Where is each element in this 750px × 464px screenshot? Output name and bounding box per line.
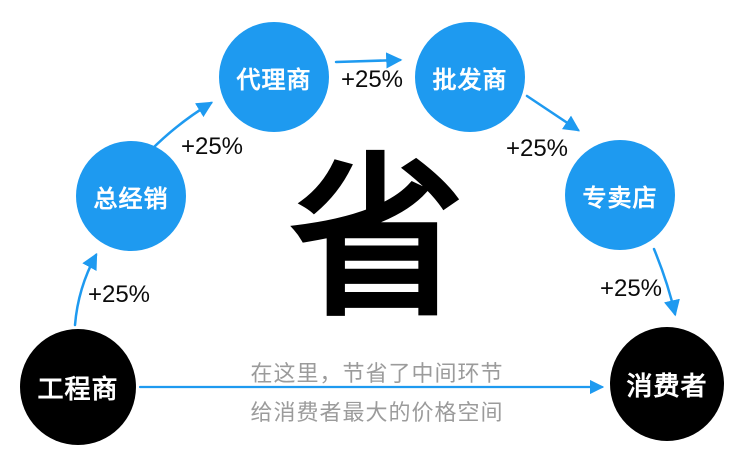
node-label: 消费者 <box>626 370 708 401</box>
arrow-distributor-to-agent <box>149 101 214 152</box>
arrow-wholesaler-to-store <box>525 94 581 132</box>
node-label: 总经销 <box>93 185 169 213</box>
node-agent: 代理商 <box>219 22 329 132</box>
node-label: 代理商 <box>236 66 312 94</box>
increment-label-5: +25% <box>599 275 663 302</box>
node-specialty-store: 专卖店 <box>565 140 675 250</box>
node-label: 专卖店 <box>582 184 658 212</box>
increment-label-4: +25% <box>505 135 569 162</box>
node-engineering-contractor: 工程商 <box>20 329 136 445</box>
arrow-contractor-to-distributor <box>73 252 98 327</box>
node-label: 批发商 <box>432 66 508 94</box>
node-consumer: 消费者 <box>610 327 724 441</box>
node-label: 工程商 <box>37 373 119 404</box>
increment-label-2: +25% <box>180 133 244 160</box>
increment-label-1: +25% <box>87 281 151 308</box>
arrow-store-to-consumer <box>652 247 680 317</box>
save-character: 省 <box>289 142 465 338</box>
note-line-1: 在这里，节省了中间环节 <box>250 361 504 386</box>
node-general-distributor: 总经销 <box>76 141 186 251</box>
node-wholesaler: 批发商 <box>415 22 525 132</box>
increment-label-3: +25% <box>340 66 404 93</box>
arrow-agent-to-wholesaler <box>334 52 403 69</box>
note-line-2: 给消费者最大的价格空间 <box>250 400 504 425</box>
